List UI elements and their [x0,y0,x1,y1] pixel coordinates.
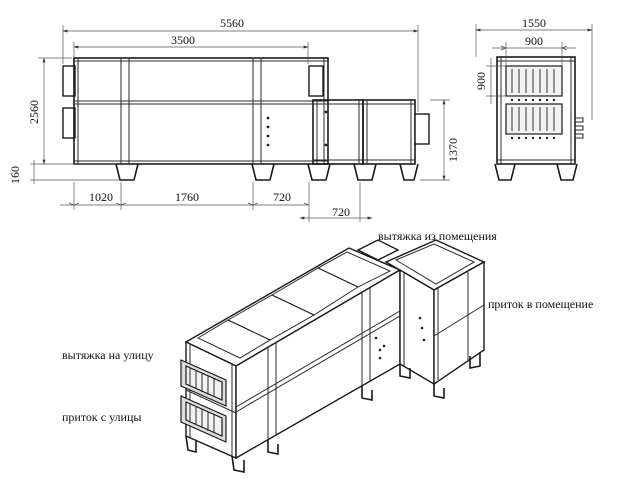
side-leg [494,163,516,181]
dim-section-2: 1760 [175,190,199,204]
iso-leg [267,440,279,455]
label-exhaust-outside: вытяжка на улицу [62,348,154,362]
left-duct-lower [62,107,76,139]
leg [399,163,419,181]
right-outlet-duct [414,113,430,145]
dim-grille-height: 900 [474,72,488,90]
leg [307,163,331,181]
side-leg [556,163,578,181]
dim-section-3: 720 [273,190,291,204]
iso-leg [469,352,481,369]
label-exhaust-from-room: вытяжка из помещения [378,229,497,243]
label-supply-to-room: приток в помещение [488,297,593,311]
leg [251,163,275,181]
iso-ext-face [433,260,485,386]
label-intake-outside: приток с улицы [62,410,141,424]
dim-lower-height: 1370 [446,138,460,162]
leg [115,163,139,181]
leg [353,163,377,181]
side-body [496,56,576,165]
dim-leg-height: 160 [8,166,22,184]
side-view: 1550 900 900 [474,16,593,181]
extension-block-2 [362,99,416,165]
iso-leg [361,386,373,401]
iso-leg [231,455,245,473]
extension-block-1 [312,99,364,165]
iso-leg [399,364,411,379]
upper-right-duct [308,65,324,97]
isometric-view [180,239,486,473]
dim-section-1: 1020 [89,190,113,204]
dim-section-4: 720 [332,205,350,219]
dim-overall-width: 1550 [522,16,546,30]
iso-leg [185,435,197,454]
dim-inner-width: 900 [525,34,543,48]
iso-leg [433,384,445,399]
iso-ext-side [399,268,435,386]
dim-upper-length: 3500 [171,33,195,47]
main-block [73,57,329,165]
left-duct-upper [62,65,76,97]
side-lower-grille [505,103,563,135]
dim-overall-length: 5560 [220,16,244,30]
front-view: 5560 3500 2560 160 1370 1020 1760 720 72 [8,16,460,222]
side-upper-grille [505,65,563,97]
dim-height-total: 2560 [27,100,41,124]
